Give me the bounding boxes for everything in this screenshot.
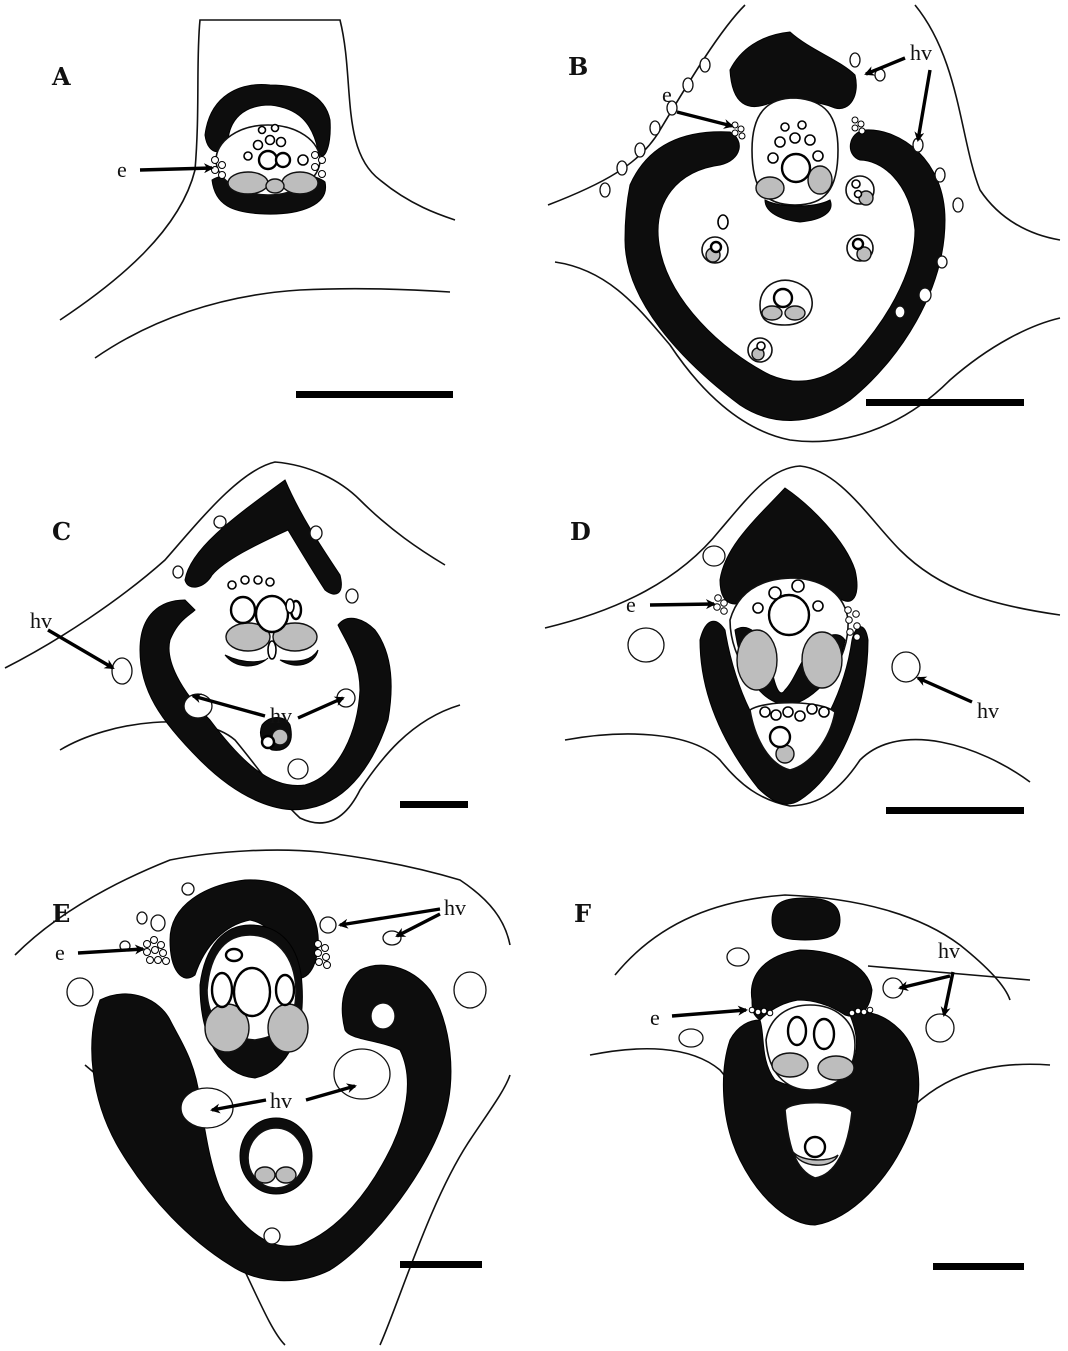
panel-d-scale-bar [886, 807, 1024, 814]
panel-c-arrow-hv-inner [298, 698, 343, 718]
panel-f-phloem-left [772, 1053, 808, 1077]
panel-f-sclerenchyma-top [772, 898, 840, 940]
panel-e-vessel [212, 973, 232, 1007]
panel-e-label-hv: hv [444, 895, 466, 920]
panel-a-arrow-e [140, 168, 212, 170]
panel-d-vessel [769, 587, 781, 599]
panel-letter-d: D [570, 517, 591, 546]
panel-d-label-e: e [626, 592, 636, 617]
panel-e: E e hv hv [15, 850, 510, 1345]
panel-b-peripheral-bundle [748, 338, 772, 362]
panel-letter-e: E [52, 899, 70, 928]
panel-b-phloem-right [808, 166, 832, 194]
panel-b-peripheral-bundle [702, 237, 728, 263]
panel-e-label-e: e [55, 940, 65, 965]
panel-a-vessel [276, 153, 290, 167]
panel-d: D e hv [545, 466, 1060, 814]
panel-a-phloem-mid [266, 179, 284, 193]
panel-b-vessel [798, 121, 806, 129]
panel-letter-f: F [574, 899, 591, 928]
panel-c-scale-bar [400, 801, 468, 808]
panel-f-vessel [788, 1017, 806, 1045]
panel-e-vessel [226, 949, 242, 961]
panel-b: B [548, 5, 1060, 442]
panel-d-vessel [769, 595, 809, 635]
panel-f-label-hv: hv [938, 938, 960, 963]
panel-c: C hv [5, 462, 468, 823]
panel-b-arrow-e [677, 112, 732, 126]
panel-b-vessel [790, 133, 800, 143]
panel-a-outline-lower [95, 289, 450, 358]
panel-c-central-bundle [225, 576, 318, 666]
panel-d-phloem-right [802, 632, 842, 688]
panel-f: F e hv [574, 895, 1050, 1270]
panel-e-scale-bar [400, 1261, 482, 1268]
panel-c-arrow-hv [48, 630, 113, 668]
panel-a-vessel [266, 136, 275, 145]
panel-e-phloem-right [268, 1004, 308, 1052]
panel-b-vessel [805, 135, 815, 145]
panel-b-vessel [813, 151, 823, 161]
panel-f-arrow-hv [900, 976, 950, 988]
panel-e-label-hv-inner: hv [270, 1088, 292, 1113]
panel-a-vessel [298, 155, 308, 165]
panel-f-phloem-right [818, 1056, 854, 1080]
panel-d-vessel [813, 601, 823, 611]
panel-f-label-e: e [650, 1005, 660, 1030]
panel-b-peripheral-bundle [846, 176, 874, 205]
panel-a-vessel [259, 127, 266, 134]
panel-b-vessel [768, 153, 778, 163]
panel-b-arrow-hv [918, 70, 930, 140]
panel-c-label-hv: hv [30, 608, 52, 633]
panel-b-label-hv: hv [910, 40, 932, 65]
panel-a-vessel [244, 152, 252, 160]
panel-a-phloem-right [282, 172, 318, 194]
panel-b-vessel [718, 215, 728, 229]
panel-e-vessel [234, 968, 270, 1016]
panel-letter-b: B [568, 52, 588, 81]
panel-a: A e [51, 20, 455, 398]
panel-a-vessel [272, 125, 279, 132]
panel-a-vessel [259, 151, 277, 169]
panel-b-peripheral-bundle [847, 235, 873, 261]
panel-d-arrow-hv [918, 678, 972, 702]
panel-a-vessel [254, 141, 263, 150]
panel-b-vessel [775, 137, 785, 147]
panel-d-arrow-e [650, 604, 714, 605]
panel-b-sclerenchyma-cap [730, 32, 856, 109]
panel-a-vessel [277, 138, 286, 147]
panel-b-arrow-hv [866, 58, 905, 74]
panel-e-vessel [276, 975, 294, 1005]
panel-e-lower-bundle [240, 1118, 312, 1194]
panel-letter-a: A [51, 62, 71, 91]
panel-f-vessel [814, 1019, 834, 1049]
panel-b-vessel [781, 123, 789, 131]
panel-f-scale-bar [933, 1263, 1024, 1270]
panel-letter-c: C [52, 517, 71, 546]
panel-f-arrow-e [672, 1010, 746, 1016]
panel-b-label-e: e [662, 82, 672, 107]
panel-a-label-e: e [117, 157, 127, 182]
panel-d-vessel [753, 603, 763, 613]
panel-a-scale-bar [296, 391, 453, 398]
panel-b-scale-bar [866, 399, 1024, 406]
panel-b-vessel [782, 154, 810, 182]
panel-c-label-hv-inner: hv [270, 703, 292, 728]
panel-a-phloem-left [228, 172, 268, 194]
panel-d-phloem-left [737, 630, 777, 690]
panel-e-arrow-e [78, 949, 143, 953]
panel-b-phloem-left [756, 177, 784, 199]
panel-d-vessel [792, 580, 804, 592]
panel-b-peripheral-bundle [760, 280, 812, 325]
panel-d-label-hv: hv [977, 698, 999, 723]
panel-e-arrow-hv [397, 914, 440, 936]
